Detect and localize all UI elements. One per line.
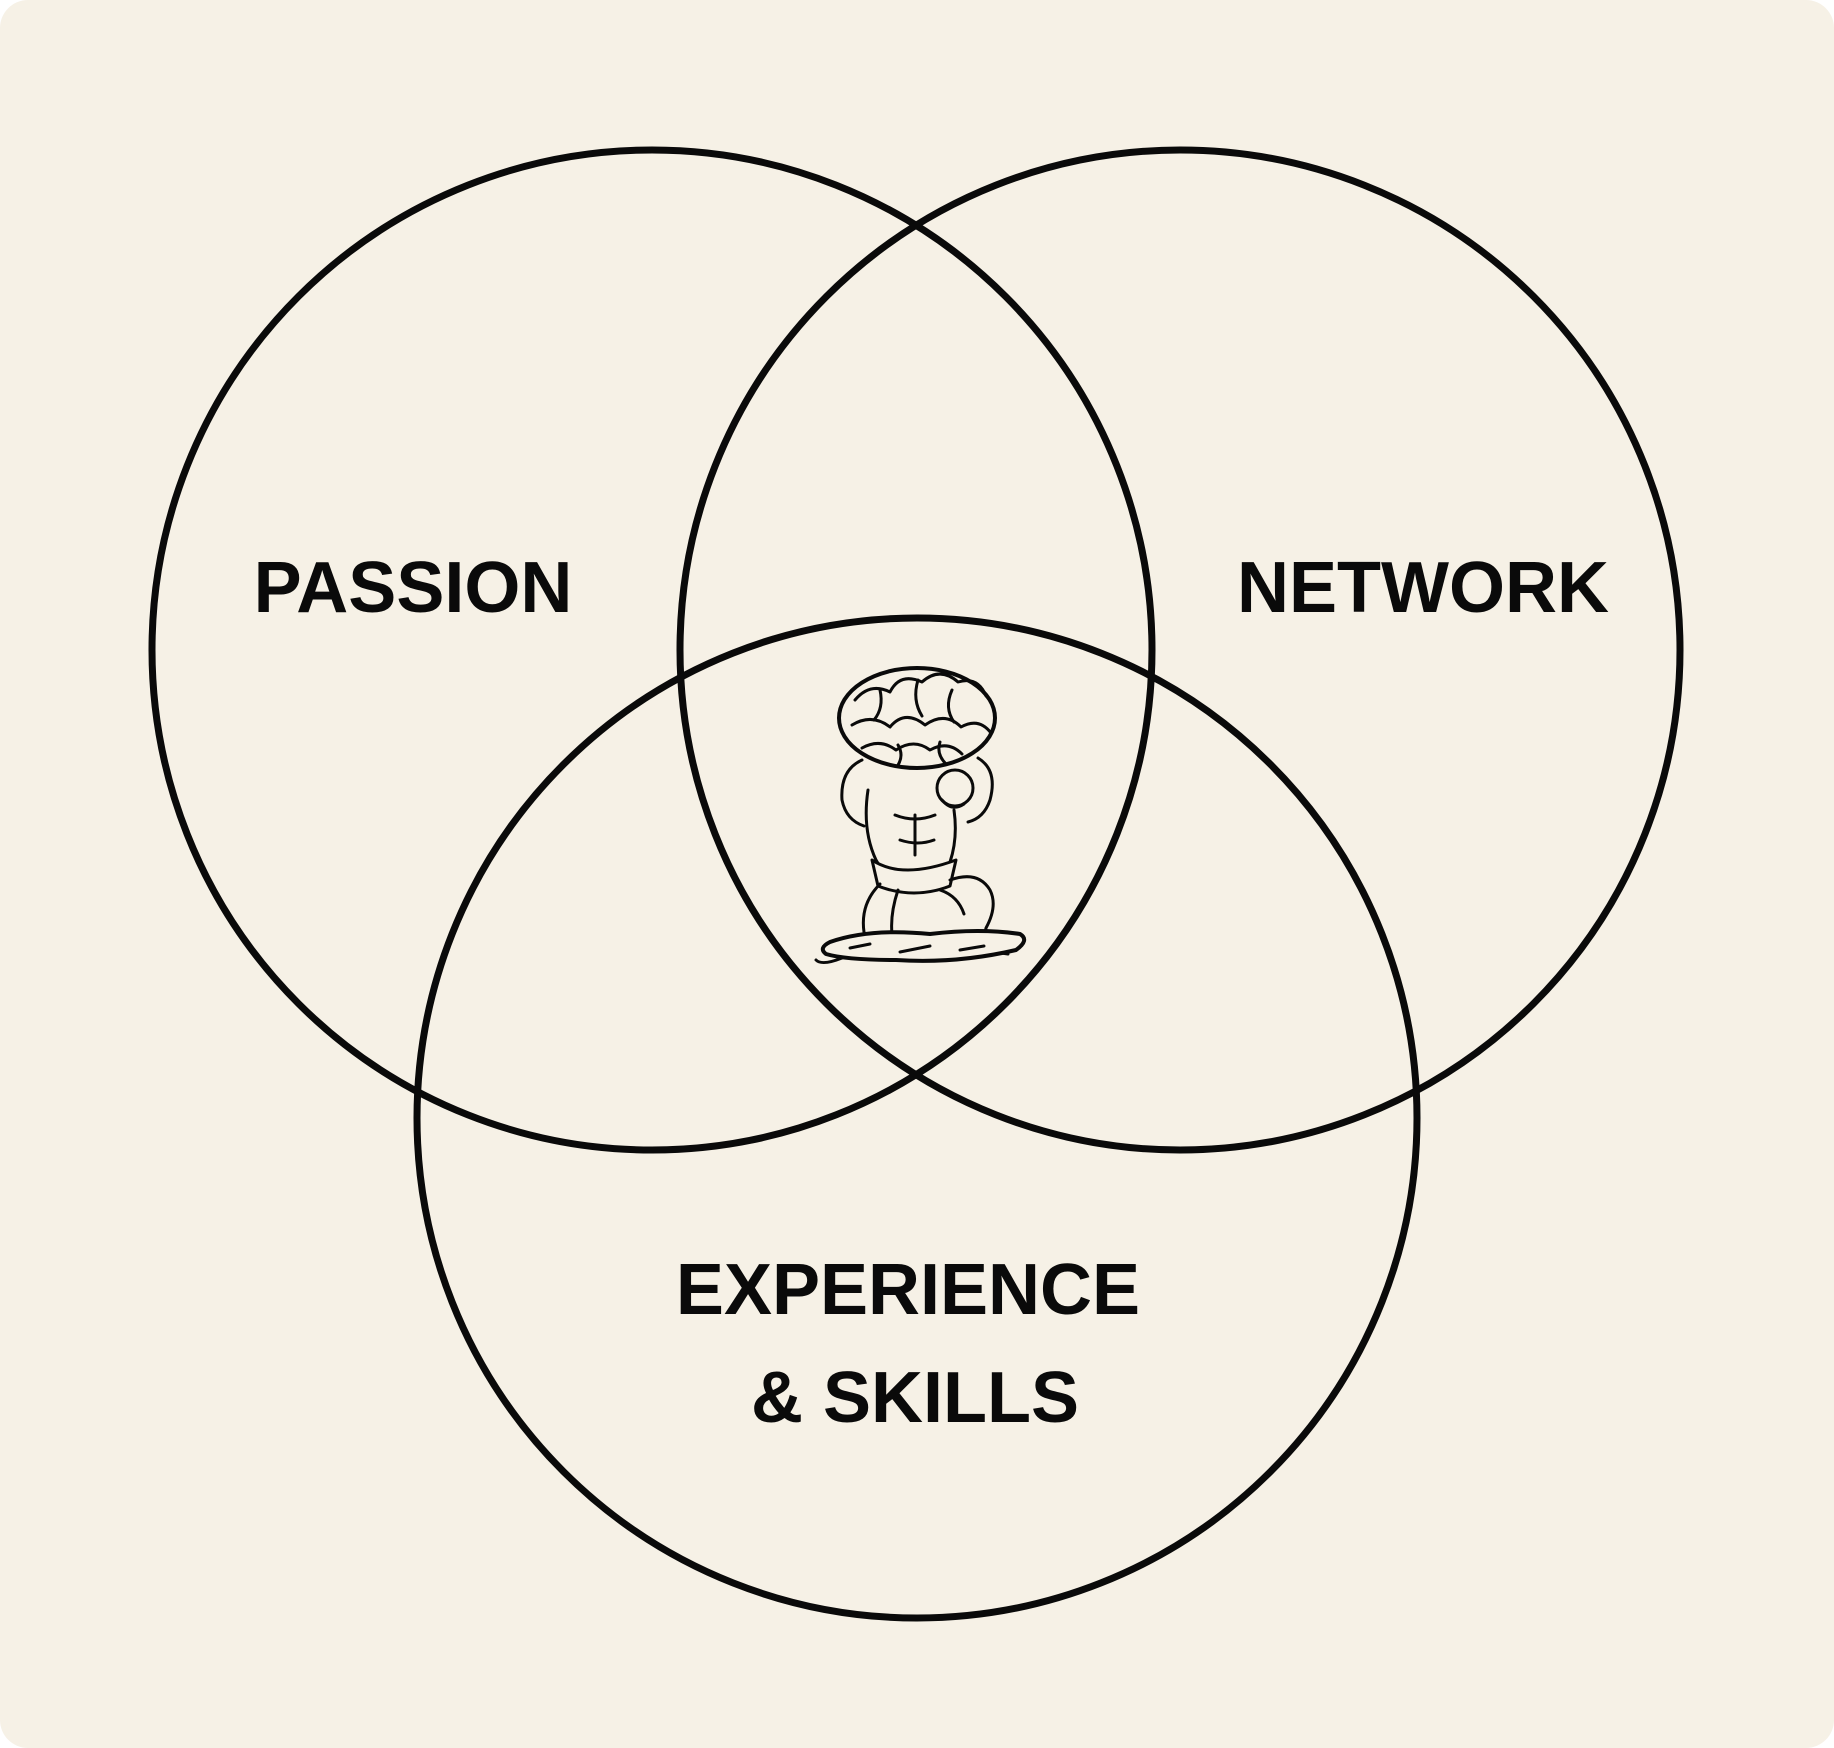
label-experience-line2: & SKILLS (751, 1358, 1079, 1438)
atlas-carrying-brain-icon (814, 666, 1027, 965)
circle-experience (413, 614, 1421, 1622)
label-network: NETWORK (1237, 548, 1609, 628)
label-experience-line1: EXPERIENCE (676, 1250, 1140, 1330)
circle-passion (148, 146, 1156, 1154)
label-passion: PASSION (254, 548, 573, 628)
circle-network (676, 146, 1684, 1154)
